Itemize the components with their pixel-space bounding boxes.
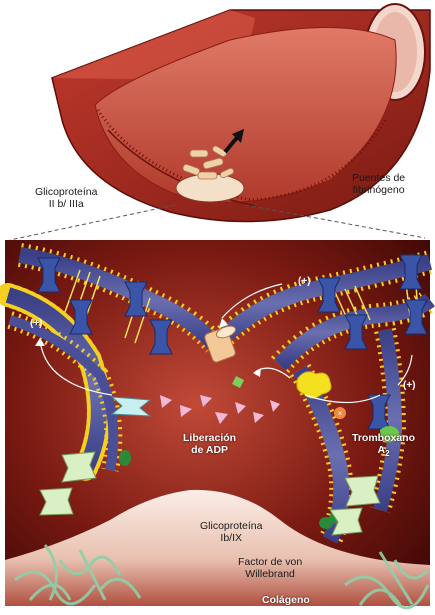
label-collagen: Colágeno [262,594,310,606]
label-thromboxane: Tromboxano A2 [352,432,415,460]
activation-mark-3: (+) [403,380,416,391]
label-gp-ib-ix: Glicoproteína Ib/IX [200,520,262,544]
label-von-willebrand-line2: Willebrand [238,568,302,580]
label-fibrinogen-bridges: Puentes de fibrinógeno [352,172,405,196]
activation-mark-2: (+) [30,318,43,329]
label-adp-release-line2: de ADP [183,444,236,456]
magnified-panel: × [5,240,430,608]
label-gp-iib-iiia-line2: II b/ IIIa [35,198,97,210]
label-gp-iib-iiia-line1: Glicoproteína [35,186,97,198]
label-von-willebrand: Factor de von Willebrand [238,556,302,580]
activation-mark-1: (+) [298,276,311,287]
label-gp-iib-iiia: Glicoproteína II b/ IIIa [35,186,97,210]
label-thromboxane-line2: A2 [352,444,415,460]
label-fibrinogen-bridges-line2: fibrinógeno [352,184,405,196]
label-thromboxane-sub: 2 [385,449,389,458]
label-adp-release-line1: Liberación [183,432,236,444]
label-thromboxane-line1: Tromboxano [352,432,415,444]
label-gp-ib-ix-line2: Ib/IX [200,532,262,544]
label-fibrinogen-bridges-line1: Puentes de [352,172,405,184]
label-thromboxane-a: A [377,444,385,456]
label-adp-release: Liberación de ADP [183,432,236,456]
zoom-connector-left [10,205,175,240]
label-von-willebrand-line1: Factor de von [238,556,302,568]
label-gp-ib-ix-line1: Glicoproteína [200,520,262,532]
svg-text:×: × [338,409,343,418]
